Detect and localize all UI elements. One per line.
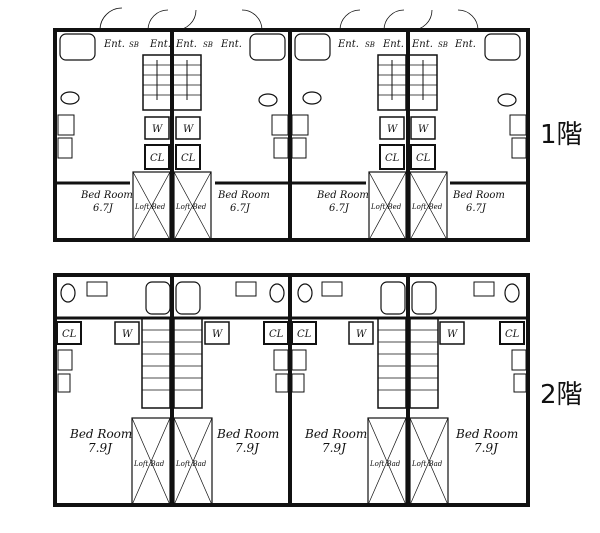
closet-label: CL (297, 329, 312, 340)
closet-label: CL (181, 153, 196, 164)
washer-label: W (212, 329, 223, 340)
bedroom-label: Bed Room (316, 190, 369, 201)
floor-2-labels: CL CL CL CL W W W W Bed Room 7.9J Bed Ro… (62, 329, 520, 468)
shoe-box-label: SB (365, 41, 375, 49)
washer-label: W (122, 329, 133, 340)
loft-bed-label: Loft Bad (369, 460, 401, 468)
entry-label: Ent. (382, 39, 404, 50)
bedroom-label: Bed Room (217, 190, 270, 201)
loft-bed-label: Loft Bad (133, 460, 165, 468)
shoe-box-label: SB (129, 41, 139, 49)
loft-bed-label: Loft Bed (175, 203, 207, 211)
room-size-label: 7.9J (88, 441, 113, 455)
loft-bed-label: Loft Bed (134, 203, 166, 211)
loft-bed-label: Loft Bed (411, 203, 443, 211)
closet-label: CL (62, 329, 77, 340)
floor-1-label: 1階 (540, 120, 583, 150)
entry-label: Ent. (454, 39, 476, 50)
room-size-label: 7.9J (474, 441, 499, 455)
washer-label: W (418, 124, 429, 135)
floor-2-plan (53, 273, 530, 507)
closet-label: CL (385, 153, 400, 164)
washer-label: W (152, 124, 163, 135)
room-size-label: 7.9J (322, 441, 347, 455)
shoe-box-label: SB (203, 41, 213, 49)
floor-2-label: 2階 (540, 380, 583, 410)
entry-label: Ent. (149, 39, 171, 50)
room-size-label: 6.7J (329, 203, 350, 214)
closet-label: CL (150, 153, 165, 164)
floor-1-plan (53, 7, 530, 242)
room-size-label: 7.9J (235, 441, 260, 455)
bedroom-label: Bed Room (455, 427, 518, 441)
washer-label: W (356, 329, 367, 340)
entry-label: Ent. (175, 39, 197, 50)
bedroom-label: Bed Room (80, 190, 133, 201)
bedroom-label: Bed Room (304, 427, 367, 441)
shoe-box-label: SB (438, 41, 448, 49)
loft-bed-label: Loft Bad (175, 460, 207, 468)
room-size-label: 6.7J (230, 203, 251, 214)
bedroom-label: Bed Room (216, 427, 279, 441)
washer-label: W (447, 329, 458, 340)
floor-1-labels: Ent. SB Ent. Ent. SB Ent. Ent. SB Ent. E… (80, 39, 505, 214)
room-size-label: 6.7J (466, 203, 487, 214)
loft-bed-label: Loft Bad (411, 460, 443, 468)
washer-label: W (387, 124, 398, 135)
closet-label: CL (416, 153, 431, 164)
entry-label: Ent. (411, 39, 433, 50)
entry-label: Ent. (220, 39, 242, 50)
room-size-label: 6.7J (93, 203, 114, 214)
bedroom-label: Bed Room (452, 190, 505, 201)
entry-label: Ent. (103, 39, 125, 50)
washer-label: W (183, 124, 194, 135)
loft-bed-label: Loft Bed (370, 203, 402, 211)
bedroom-label: Bed Room (69, 427, 132, 441)
closet-label: CL (269, 329, 284, 340)
entry-label: Ent. (337, 39, 359, 50)
closet-label: CL (505, 329, 520, 340)
